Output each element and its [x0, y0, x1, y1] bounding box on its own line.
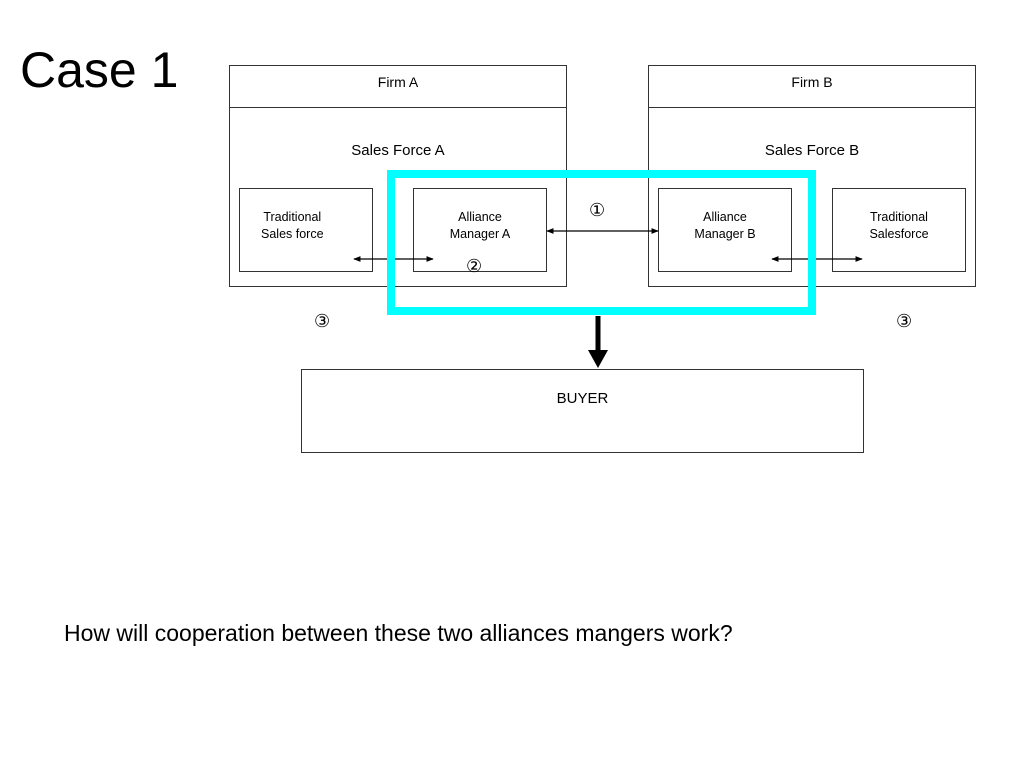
alliance-manager-b-line1: Alliance: [703, 210, 747, 224]
marker-two: ②: [466, 256, 483, 276]
buyer-label: BUYER: [556, 390, 609, 407]
highlight-frame: [387, 170, 816, 315]
buyer-box: BUYER: [301, 369, 864, 453]
marker-one: ①: [589, 200, 606, 220]
alliance-manager-b-box: Alliance Manager B: [658, 188, 792, 272]
slide-title: Case 1: [20, 42, 179, 98]
alliance-manager-a-line1: Alliance: [458, 210, 502, 224]
firm-b-header: Firm B: [649, 66, 975, 108]
traditional-a-line1: Traditional: [263, 210, 322, 224]
alliance-manager-b-line2: Manager B: [694, 227, 756, 241]
alliance-manager-a-line2: Manager A: [449, 227, 511, 241]
traditional-b-line1: Traditional: [870, 210, 928, 224]
marker-three-left: ③: [314, 311, 331, 331]
traditional-sales-force-a-box: Traditional Sales force: [239, 188, 373, 272]
marker-three-right: ③: [896, 311, 913, 331]
discussion-question: How will cooperation between these two a…: [64, 620, 733, 646]
alliance-manager-a-box: Alliance Manager A: [413, 188, 547, 272]
traditional-b-line2: Salesforce: [869, 227, 929, 241]
traditional-a-line2: Sales force: [261, 227, 324, 241]
sales-force-a-label: Sales Force A: [351, 142, 445, 159]
firm-a-header: Firm A: [230, 66, 566, 108]
sales-force-b-label: Sales Force B: [764, 142, 860, 159]
arrow-to-buyer-head: [588, 350, 608, 368]
